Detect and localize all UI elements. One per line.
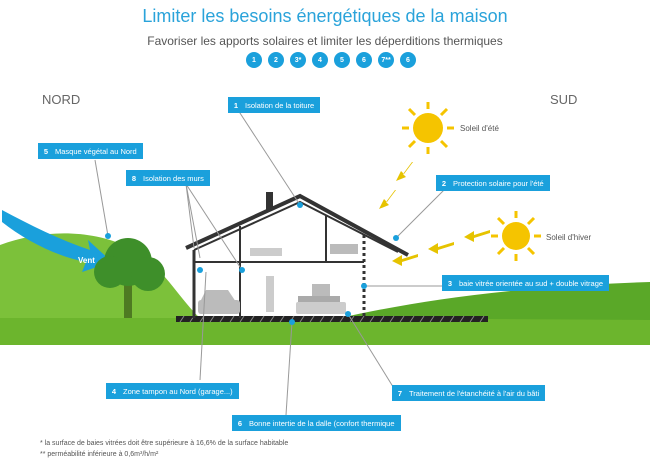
tree-trunk: [124, 280, 132, 318]
callout-text: Protection solaire pour l'été: [453, 178, 544, 188]
step-badge: 5: [334, 52, 350, 68]
step-list: 1 2 3* 4 5 6 7** 6: [246, 52, 416, 68]
sofa: [296, 302, 346, 314]
callout-number: 2: [441, 178, 447, 188]
house-roof: [185, 193, 409, 257]
callout-text: Masque végétal au Nord: [55, 146, 137, 156]
summer-rays: [379, 162, 413, 209]
callout-text: baie vitrée orientée au sud + double vit…: [459, 278, 604, 288]
summer-sun-label: Soleil d'été: [460, 124, 499, 133]
step-badge: 7**: [378, 52, 394, 68]
table: [298, 296, 340, 302]
car-body: [198, 300, 240, 314]
callout-number: 6: [237, 418, 243, 428]
callout-number: 4: [111, 386, 117, 396]
summer-sun: [402, 102, 454, 154]
leader-lines: [94, 109, 445, 416]
upstairs-bed: [330, 244, 358, 254]
page-title: Limiter les besoins énergétiques de la m…: [142, 6, 508, 26]
footnote-glazing: * la surface de baies vitrées doit être …: [40, 440, 289, 447]
footnote-permeability: ** perméabilité inférieure à 0,6m³/h/m²: [40, 451, 159, 458]
step-badge: 1: [246, 52, 262, 68]
tree-crown: [131, 257, 165, 291]
callout-north-vegetation: 5 Masque végétal au Nord: [38, 143, 143, 159]
winter-rays: [392, 230, 490, 266]
callout-roof-insulation: 1 Isolation de la toiture: [228, 97, 321, 113]
page-subtitle: Favoriser les apports solaires et limite…: [147, 34, 503, 48]
step-badge: 4: [312, 52, 328, 68]
step-badge: 2: [268, 52, 284, 68]
callout-number: 3: [447, 278, 453, 288]
callout-south-window: 3 baie vitrée orientée au sud + double vi…: [442, 275, 610, 291]
tree-crown: [94, 256, 126, 288]
step-badge: 6: [356, 52, 372, 68]
callout-wall-insulation: 8 Isolation des murs: [126, 170, 210, 186]
callout-text: Isolation des murs: [143, 173, 204, 183]
callout-text: Isolation de la toiture: [245, 100, 315, 110]
callout-airtightness: 7 Traitement de l'étanchéité à l'air du b…: [392, 385, 546, 401]
house-roof-inner: [193, 200, 399, 253]
car: [200, 290, 236, 302]
leader-dots: [105, 202, 399, 325]
ground: [0, 318, 650, 345]
callout-buffer-zone: 4 Zone tampon au Nord (garage...): [106, 383, 239, 399]
south-label: SUD: [550, 92, 578, 107]
table: [312, 284, 330, 296]
callout-summer-protection: 2 Protection solaire pour l'été: [436, 175, 550, 191]
slab-hatch: [179, 315, 485, 323]
south-hill: [340, 282, 650, 320]
winter-sun-label: Soleil d'hiver: [546, 233, 592, 242]
callout-number: 8: [131, 173, 137, 183]
upstairs-bed: [250, 248, 282, 256]
lamp: [266, 276, 274, 312]
winter-sun: [491, 211, 541, 261]
callout-text: Zone tampon au Nord (garage...): [123, 386, 233, 396]
chimney: [266, 192, 273, 210]
callout-number: 1: [233, 100, 239, 110]
callout-text: Traitement de l'étanchéité à l'air du bâ…: [409, 388, 540, 398]
callout-slab-inertia: 6 Bonne intertie de la dalle (confort the…: [232, 415, 401, 431]
step-badge: 6: [400, 52, 416, 68]
wind-arrow: [2, 210, 112, 272]
wind-label: Vent: [78, 256, 95, 265]
callout-number: 5: [43, 146, 49, 156]
north-label: NORD: [42, 92, 81, 107]
callout-text: Bonne intertie de la dalle (confort ther…: [249, 418, 395, 428]
callout-number: 7: [397, 388, 403, 398]
step-badge: 3*: [290, 52, 306, 68]
